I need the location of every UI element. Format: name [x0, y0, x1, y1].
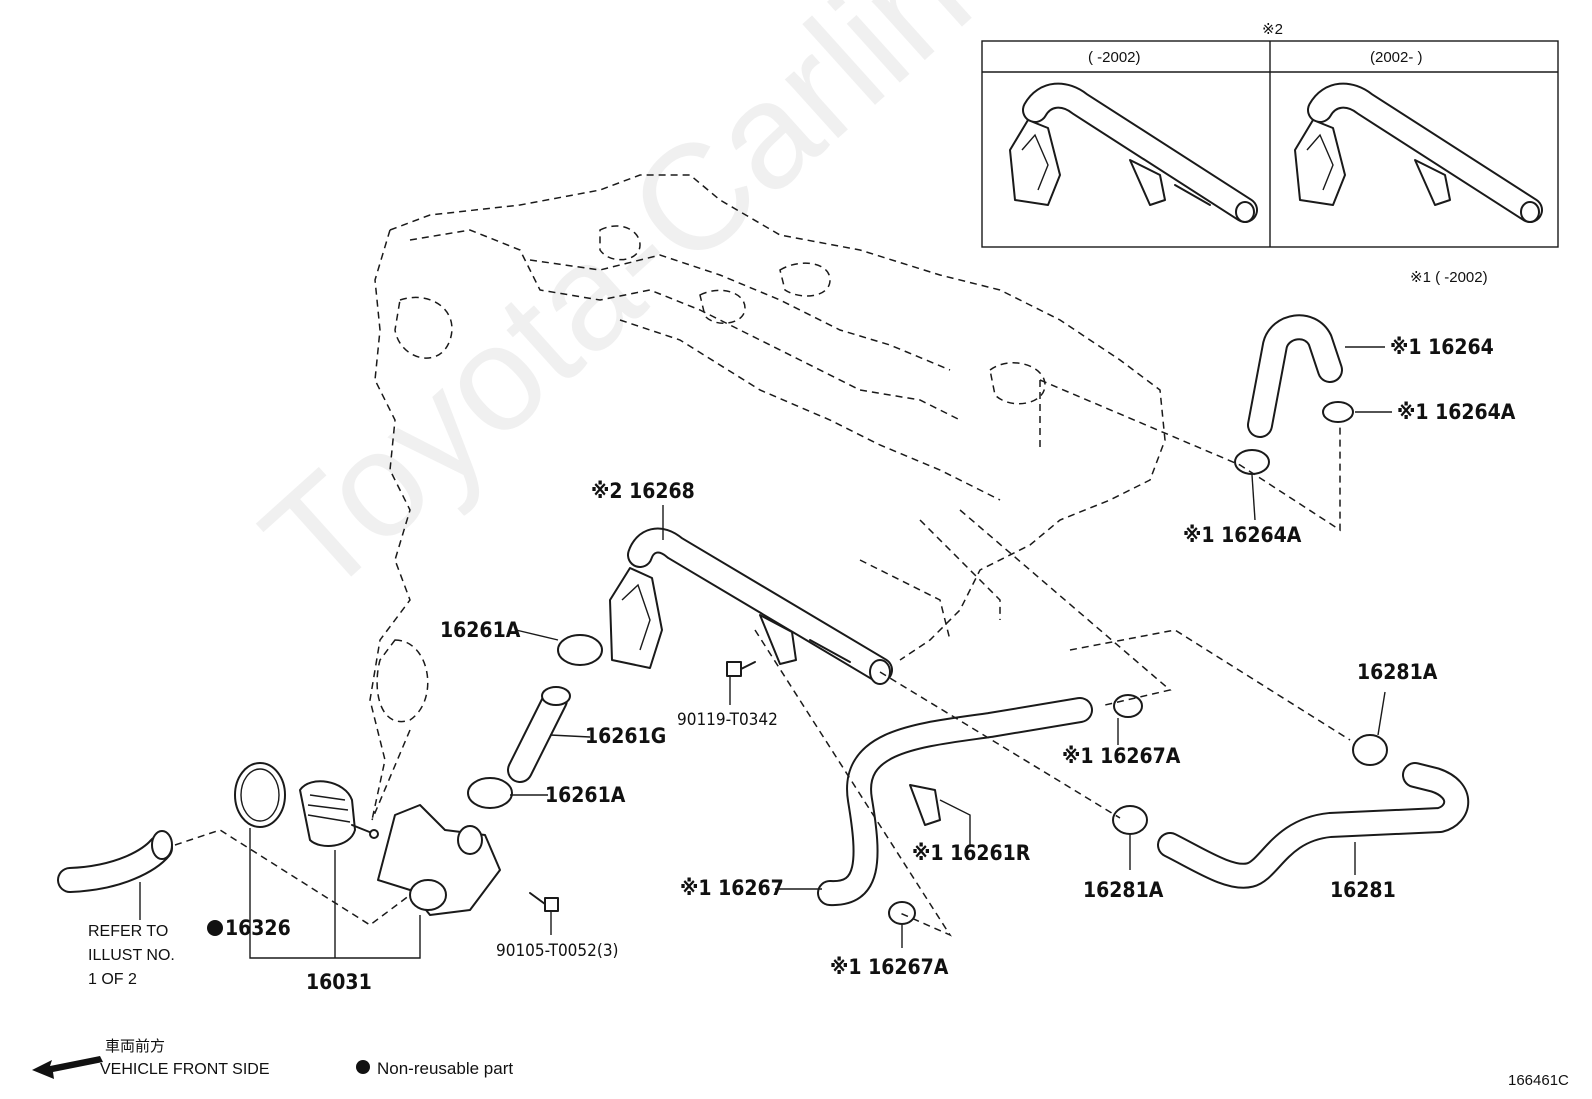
- bolt-90119: [726, 661, 756, 677]
- footnote: ※1 ( -2002): [1410, 269, 1488, 286]
- label-16268: ※2 16268: [591, 479, 695, 503]
- label-90119: 90119-T0342: [677, 710, 778, 730]
- part-16261G-hose: [507, 686, 571, 783]
- clamp-16261A-top: [557, 634, 603, 666]
- part-16264-hose: [1247, 314, 1343, 438]
- front-label-en: VEHICLE FRONT SIDE: [100, 1061, 270, 1078]
- label-16281A-top: 16281A: [1357, 660, 1438, 684]
- part-16281-hose: [1157, 762, 1470, 889]
- clamp-16281A-top: [1352, 734, 1388, 766]
- inset-pipe-old: [1009, 82, 1258, 223]
- leader-lines: [139, 346, 1392, 959]
- clip-16261R: [909, 784, 941, 826]
- clamp-16267A-mid: [1113, 694, 1143, 718]
- clamp-16261A-bot: [467, 777, 513, 809]
- non-reusable-label: Non-reusable part: [377, 1059, 514, 1078]
- label-16267: ※1 16267: [680, 876, 784, 900]
- label-90105: 90105-T0052(3): [496, 941, 619, 961]
- inset-col-left: ( -2002): [1088, 49, 1141, 66]
- inset-pipe-new: [1294, 82, 1543, 223]
- clamp-16281A-mid: [1112, 805, 1148, 835]
- inset-mark: ※2: [1262, 21, 1283, 38]
- part-16268-pipe: [609, 527, 893, 685]
- clamp-16267A-bot: [888, 901, 916, 925]
- label-16261A-top: 16261A: [440, 618, 521, 642]
- refer-hose: [57, 830, 173, 893]
- reference-lines: [174, 379, 1351, 937]
- engine-outline: [369, 174, 1166, 821]
- inset-col-right: (2002- ): [1370, 49, 1423, 66]
- thermostat: [299, 780, 379, 847]
- non-reusable-dot-icon-16326: [207, 920, 223, 936]
- drawing-code: 166461C: [1508, 1072, 1569, 1089]
- label-16264: ※1 16264: [1390, 335, 1494, 359]
- part-16267-hose: [817, 697, 1093, 907]
- refer-line-1: REFER TO: [88, 923, 169, 940]
- front-label-jp: 車両前方: [105, 1038, 166, 1055]
- front-arrow-icon: [32, 1056, 103, 1079]
- label-16267A-mid: ※1 16267A: [1062, 744, 1181, 768]
- refer-line-2: ILLUST NO.: [88, 947, 175, 964]
- inset-box: [981, 40, 1559, 248]
- water-inlet-housing: [377, 804, 501, 916]
- refer-note: REFER TO ILLUST NO. 1 OF 2: [88, 920, 175, 992]
- label-16281A-mid: 16281A: [1083, 878, 1164, 902]
- gasket-16326: [234, 762, 286, 828]
- label-16031: 16031: [306, 970, 372, 994]
- label-16281: 16281: [1330, 878, 1396, 902]
- label-16267A-bot: ※1 16267A: [830, 955, 949, 979]
- refer-line-3: 1 OF 2: [88, 971, 137, 988]
- label-16261R: ※1 16261R: [912, 841, 1031, 865]
- non-reusable-dot-icon: [356, 1060, 370, 1074]
- bolt-90105: [529, 892, 559, 912]
- clamp-16264A-lower: [1234, 449, 1270, 475]
- label-16264A-top: ※1 16264A: [1397, 400, 1516, 424]
- label-16326: 16326: [225, 916, 291, 940]
- clamp-16264A-upper: [1322, 401, 1354, 423]
- label-16261A-bot: 16261A: [545, 783, 626, 807]
- label-16261G: 16261G: [585, 724, 667, 748]
- label-16264A-bot: ※1 16264A: [1183, 523, 1302, 547]
